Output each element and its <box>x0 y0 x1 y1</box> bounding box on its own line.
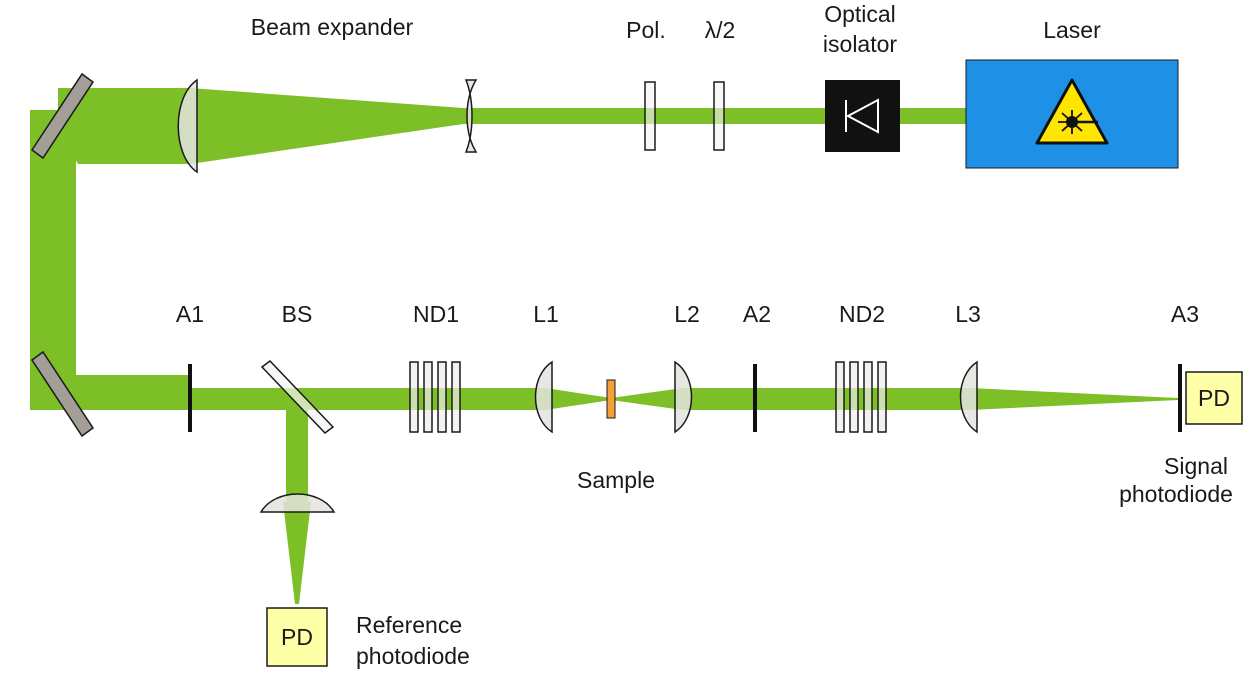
label-reference-photodiode-line2: photodiode <box>356 643 470 669</box>
label-l1: L1 <box>533 301 559 327</box>
mirror-top <box>30 72 95 160</box>
label-optical-isolator-line2: isolator <box>823 31 897 57</box>
beam-expander-convex-lens <box>177 78 198 174</box>
laser-source <box>965 59 1179 169</box>
diode-triangle-icon <box>845 98 879 134</box>
label-laser: Laser <box>1043 17 1101 43</box>
nd2-filter-stack <box>835 361 887 433</box>
half-wave-plate <box>713 81 725 151</box>
label-a3: A3 <box>1171 301 1199 327</box>
label-sample: Sample <box>577 467 655 493</box>
lens-l3 <box>959 360 978 434</box>
reference-photodiode: PD <box>266 607 328 667</box>
beam-splitter <box>260 360 335 434</box>
reference-focusing-lens <box>259 493 336 513</box>
nd1-filter-stack <box>409 361 461 433</box>
sample-cuvette <box>606 379 616 419</box>
label-bs: BS <box>282 301 313 327</box>
label-nd2: ND2 <box>839 301 885 327</box>
laser-hazard-icon <box>1035 78 1109 145</box>
signal-pd-label: PD <box>1198 385 1230 411</box>
label-a2: A2 <box>743 301 771 327</box>
label-nd1: ND1 <box>413 301 459 327</box>
optical-isolator <box>825 80 900 152</box>
label-a1: A1 <box>176 301 204 327</box>
beam-expander-concave-lens <box>464 79 478 153</box>
label-optical-isolator-line1: Optical <box>824 1 896 27</box>
lens-l2 <box>674 360 693 434</box>
lens-l1 <box>534 360 553 434</box>
reference-pd-label: PD <box>281 624 313 650</box>
label-l2: L2 <box>674 301 700 327</box>
label-beam-expander: Beam expander <box>251 14 414 40</box>
label-signal-photodiode-line2: photodiode <box>1119 481 1233 507</box>
label-l3: L3 <box>955 301 981 327</box>
label-reference-photodiode-line1: Reference <box>356 612 462 638</box>
polarizer-plate <box>644 81 656 151</box>
mirror-bottom <box>30 350 95 438</box>
label-lambda-half: λ/2 <box>705 17 736 43</box>
label-pol: Pol. <box>626 17 666 43</box>
label-signal-photodiode-line1: Signal <box>1164 453 1228 479</box>
signal-photodiode: PD <box>1185 371 1243 425</box>
